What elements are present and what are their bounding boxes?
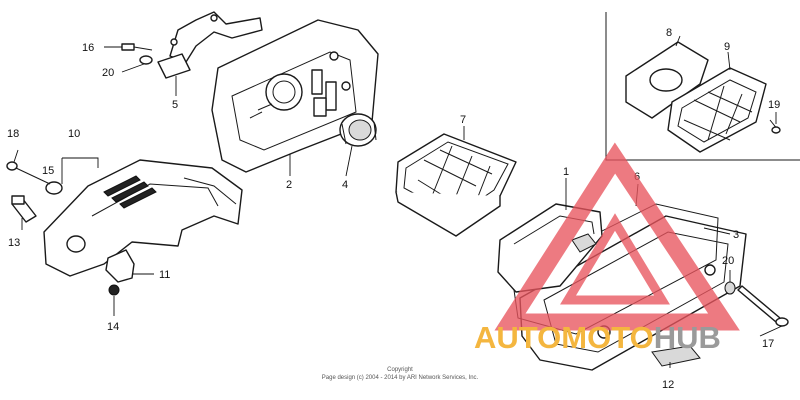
part-5-bracket: [157, 11, 263, 79]
part-14-nut: [108, 284, 120, 296]
callout-18: 18: [7, 128, 19, 140]
callout-7: 7: [460, 114, 466, 126]
callout-11: 11: [159, 269, 170, 281]
callout-13: 13: [8, 237, 20, 249]
callout-8: 8: [666, 27, 672, 39]
part-7-filter-element: [395, 133, 517, 237]
watermark-text: AUTOMOTOHUB: [474, 320, 721, 355]
callout-5: 5: [172, 99, 178, 111]
callout-4: 4: [342, 179, 348, 191]
callout-20-left: 20: [102, 67, 114, 79]
copyright-line: Page design (c) 2004 - 2014 by ARI Netwo…: [322, 375, 479, 381]
part-4-grommet: [339, 113, 377, 147]
callout-16: 16: [82, 42, 94, 54]
callout-12: 12: [662, 379, 674, 391]
callout-19: 19: [768, 99, 780, 111]
callout-1: 1: [563, 166, 569, 178]
part-20-washer-right: [724, 281, 736, 295]
part-2-case: [211, 19, 379, 173]
callout-3: 3: [733, 229, 739, 241]
callout-10: 10: [68, 128, 80, 140]
part-18-bolt: [6, 161, 51, 185]
watermark-triangle-inner: [560, 213, 670, 305]
callout-17: 17: [762, 338, 774, 350]
callout-9: 9: [724, 41, 730, 53]
part-13-bolt: [11, 195, 37, 223]
callout-15: 15: [42, 165, 54, 177]
callout-2: 2: [286, 179, 292, 191]
copyright-title: Copyright: [387, 367, 413, 373]
callout-numbers: 1 2 3 4 5 6 7 8 9 10 11 12 13 14 15 16 1…: [7, 27, 780, 391]
part-15-collar: [45, 181, 63, 195]
callout-14: 14: [107, 321, 119, 333]
part-11-bracket: [105, 249, 135, 283]
part-12-label: [651, 345, 701, 367]
callout-20-right: 20: [722, 255, 734, 267]
part-20-washer-left: [139, 55, 153, 65]
watermark-logo: AUTOMOTOHUB: [474, 142, 740, 355]
part-10-protector: [43, 159, 243, 277]
part-16-bolt: [121, 43, 153, 51]
part-19-screw: [769, 119, 781, 134]
part-17-bolt: [737, 285, 789, 327]
watermark-triangle-outer: [494, 142, 740, 331]
